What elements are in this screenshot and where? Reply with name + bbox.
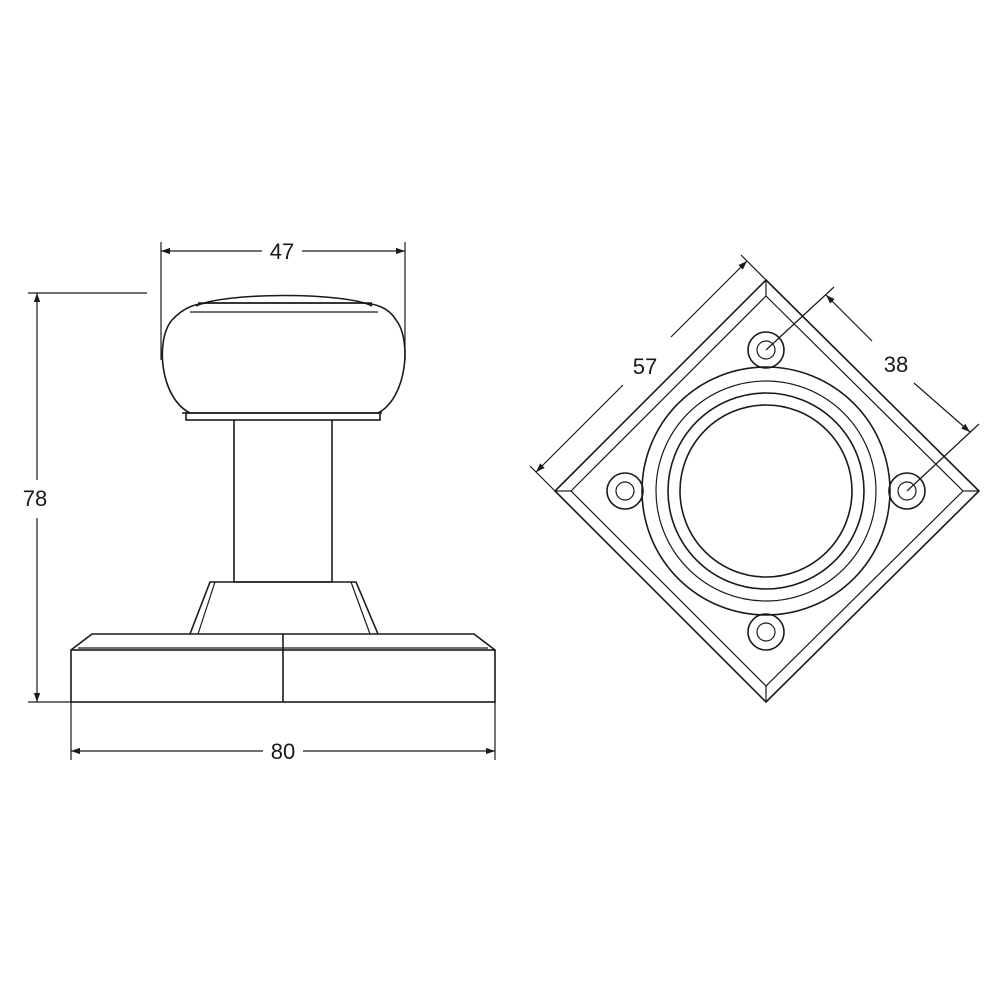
dimension-label-57: 57 — [633, 354, 657, 379]
screw-hole-left — [606, 472, 644, 510]
dimension-rose-square: 57 — [529, 254, 767, 492]
screw-hole-top — [747, 331, 785, 369]
dimension-knob-diameter: 47 — [160, 239, 406, 360]
side-view: 47 78 80 — [23, 239, 496, 764]
rose-square-outline — [553, 278, 981, 704]
rose-collar — [189, 581, 379, 635]
knob-neck — [233, 420, 333, 583]
dimension-hole-centres: 38 — [765, 286, 980, 492]
dimension-projection: 78 — [23, 292, 147, 703]
screw-hole-right — [888, 472, 926, 510]
dimension-label-80: 80 — [271, 739, 295, 764]
dimension-rose-width: 80 — [70, 702, 496, 764]
knob-head — [161, 294, 406, 421]
screw-hole-bottom — [747, 613, 785, 651]
centre-rings — [641, 366, 891, 616]
rose-base — [70, 633, 496, 703]
dimension-label-47: 47 — [270, 239, 294, 264]
dimension-label-38: 38 — [884, 352, 908, 377]
plan-view: 57 38 — [529, 254, 981, 704]
dimension-label-78: 78 — [23, 486, 47, 511]
